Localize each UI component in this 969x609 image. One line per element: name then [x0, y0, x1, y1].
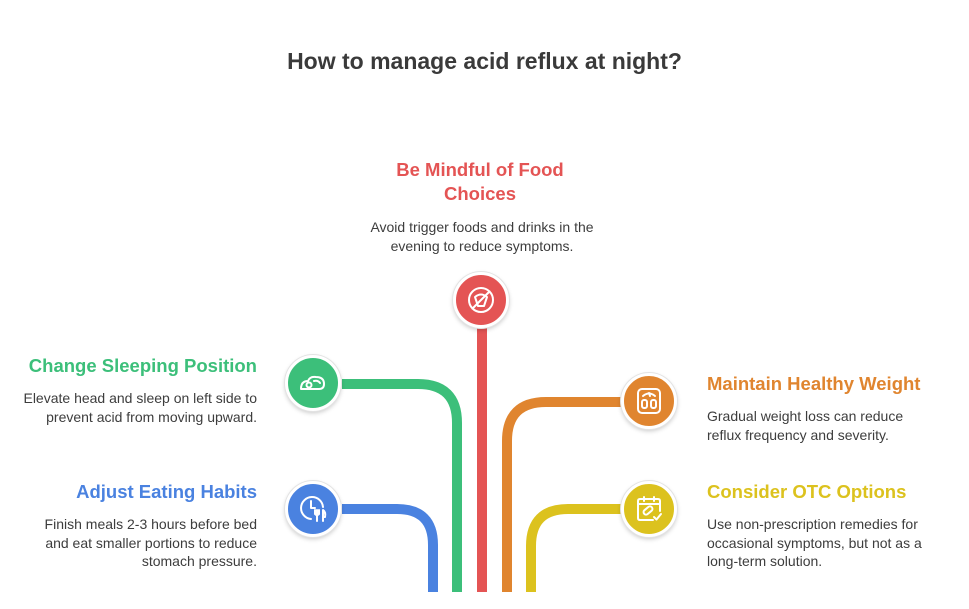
otc-description: Use non-prescription remedies for occasi… [707, 516, 922, 569]
weight-icon-circle [621, 373, 677, 429]
food-heading: Be Mindful of Food Choices [396, 159, 564, 204]
no-food-icon [468, 287, 494, 313]
scale-icon [637, 388, 661, 414]
pillow-icon [300, 375, 325, 390]
food-icon-circle [453, 272, 509, 328]
clock-utensils-icon [300, 496, 327, 522]
weight-connector [502, 397, 622, 592]
eating-description: Finish meals 2-3 hours before bed and ea… [44, 516, 257, 569]
weight-description: Gradual weight loss can reduce reflux fr… [707, 408, 904, 443]
eating-connector [342, 504, 438, 592]
pill-calendar-icon [637, 496, 662, 521]
weight-heading: Maintain Healthy Weight [707, 373, 921, 394]
page-title: How to manage acid reflux at night? [287, 48, 682, 74]
sleep-heading: Change Sleeping Position [28, 355, 257, 376]
sleep-description: Elevate head and sleep on left side to p… [23, 390, 257, 425]
eating-heading: Adjust Eating Habits [76, 481, 257, 502]
otc-icon-circle [621, 481, 677, 537]
sleep-connector [342, 379, 462, 592]
eating-icon-circle [285, 481, 341, 537]
otc-heading: Consider OTC Options [707, 481, 907, 502]
food-description: Avoid trigger foods and drinks in the ev… [370, 219, 594, 254]
sleep-icon-circle [285, 355, 341, 411]
otc-connector [526, 504, 622, 592]
